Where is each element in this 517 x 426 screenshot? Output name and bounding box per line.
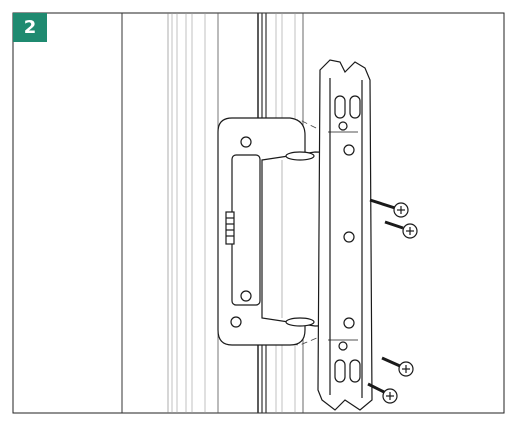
screw-icon <box>367 382 398 404</box>
screw-icon <box>369 198 409 218</box>
screw-icon <box>381 356 414 377</box>
step-number-badge: 2 <box>13 13 47 42</box>
screw-icon <box>384 220 418 239</box>
mounting-plate <box>317 59 373 411</box>
